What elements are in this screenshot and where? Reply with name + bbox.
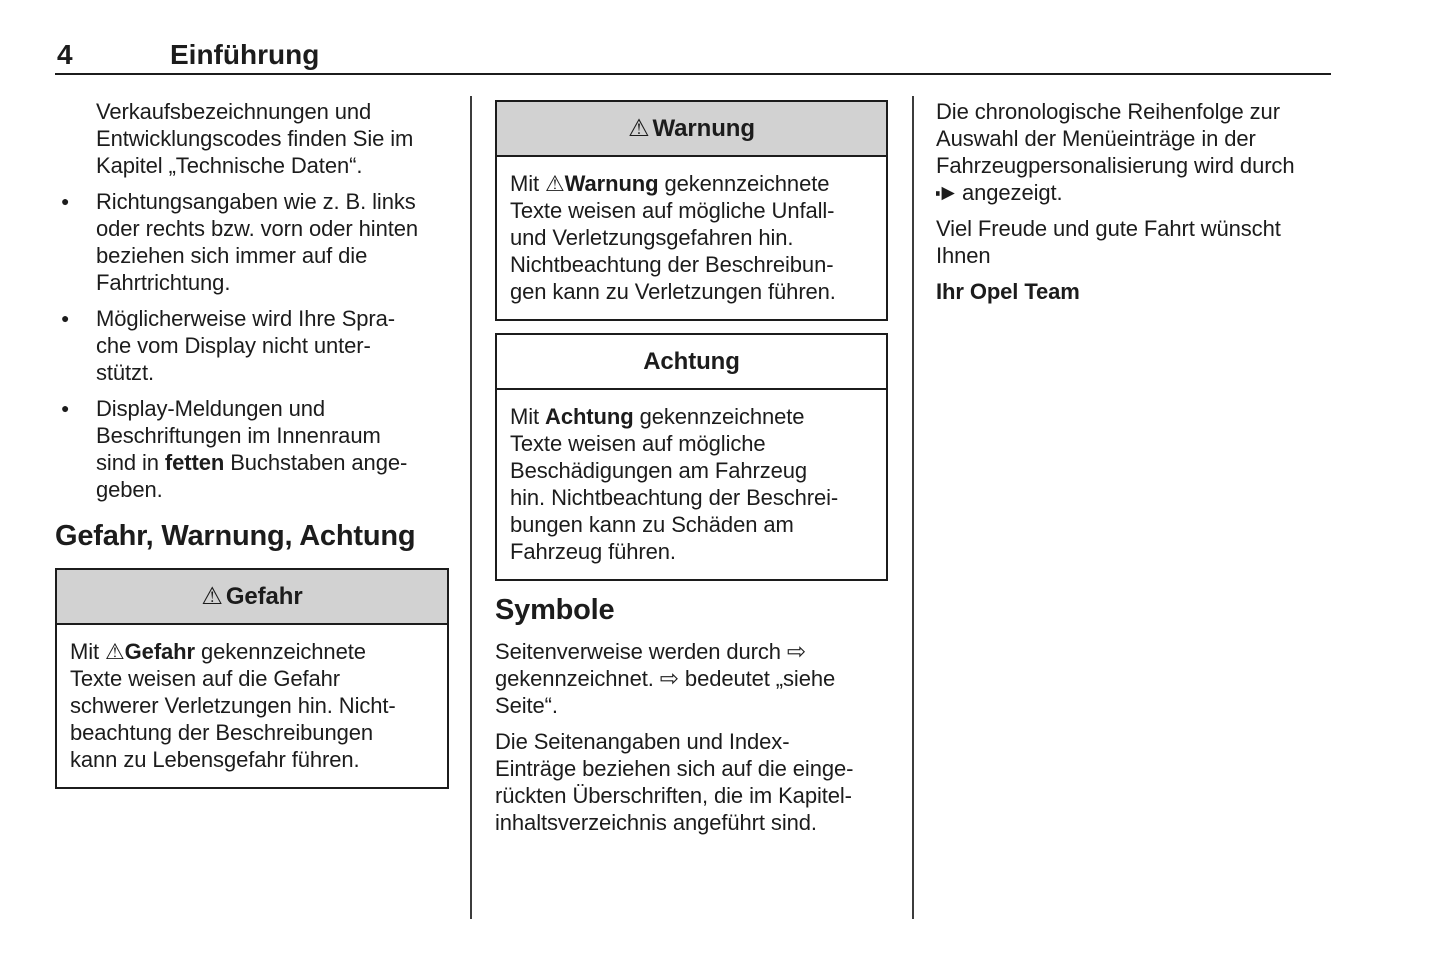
text-run: Viel Freude und gute Fahrt wünscht [936,216,1281,241]
warning-triangle-icon: ⚠ [545,171,565,196]
bullet-icon: ● [61,310,70,326]
text-run: Mit [510,404,546,429]
warning-triangle-icon: ⚠ [628,115,650,142]
text-run: gekennzeichnet. [495,666,660,691]
page-number: 4 [57,39,73,70]
warning-triangle-icon: ⚠ [201,583,223,610]
text-run: Nichtbeachtung der Beschreibun- [510,252,834,277]
column-separator [470,96,472,919]
symbole-heading: Symbole [495,594,615,626]
text-run: Fahrzeug führen. [510,539,676,564]
text-run: rückten Überschriften, die im Kapitel- [495,783,852,808]
text-run: Möglicherweise wird Ihre Spra- [96,306,395,331]
text-run: schwerer Verletzungen hin. Nicht- [70,693,396,718]
warning-triangle-icon: ⚠ [105,639,125,664]
text-run: Buchstaben ange- [224,450,408,475]
achtung-box-title: Achtung [643,348,740,375]
text-run: Einträge beziehen sich auf die einge- [495,756,854,781]
text-run: Auswahl der Menüeinträge in der [936,126,1256,151]
text-run: Fahrtrichtung. [96,270,231,295]
text-run: Die chronologische Reihenfolge zur [936,99,1280,124]
text-run: geben. [96,477,163,502]
paragraph: Die Seitenangaben und Index-Einträge bez… [495,728,888,836]
text-run: Beschriftungen im Innenraum [96,423,381,448]
arrow-outline-icon: ⇨ [786,638,807,664]
chapter-title: Einführung [170,39,320,70]
text-run: gekennzeichnete [194,639,366,664]
text-run: Kapitel „Technische Daten“. [96,153,363,178]
paragraph: Seitenverweise werden durch ⇨gekennzeich… [495,638,888,719]
warnung-box-header: ⚠Warnung [497,102,886,157]
list-item-text: Möglicherweise wird Ihre Spra-che vom Di… [96,306,395,385]
text-run: Seite“. [495,693,558,718]
text-run: beziehen sich immer auf die [96,243,368,268]
text-run: oder rechts bzw. vorn oder hinten [96,216,418,241]
gefahr-box-title: Gefahr [225,583,303,610]
text-run: sind in [96,450,165,475]
text-run: Seitenverweise werden durch [495,639,787,664]
text-run: angezeigt. [956,180,1063,205]
bold-text: Achtung [545,404,634,429]
text-run: kann zu Lebensgefahr führen. [70,747,360,772]
text-run: Display-Meldungen und [96,396,326,421]
text-run: gekennzeichnete [658,171,830,196]
text-run: und Verletzungsgefahren hin. [510,225,794,250]
text-run: bungen kann zu Schäden am [510,512,794,537]
text-run: Entwicklungscodes finden Sie im [96,126,414,151]
text-run: Texte weisen auf mögliche Unfall- [510,198,835,223]
text-run: gen kann zu Verletzungen führen. [510,279,836,304]
header-rule [55,73,1331,75]
text-run: stützt. [96,360,154,385]
arrow-outline-icon: ⇨ [659,665,679,691]
text-run: inhaltsverzeichnis angeführt sind. [495,810,817,835]
text-run: Mit [70,639,106,664]
text-run: Texte weisen auf mögliche [510,431,766,456]
bold-text: Gefahr [124,639,195,664]
text-run: hin. Nichtbeachtung der Beschrei- [510,485,839,510]
achtung-box-header: Achtung [497,335,886,390]
arrow-filled-icon [936,180,956,205]
text-run: gekennzeichnete [633,404,805,429]
bullet-icon: ● [61,193,70,209]
bullet-icon: ● [61,400,70,416]
list-item: ● Möglicherweise wird Ihre Spra-che vom … [55,305,449,386]
bold-text: fetten [164,450,225,475]
bold-text: Ihr Opel Team [936,279,1080,304]
text-run: Texte weisen auf die Gefahr [70,666,341,691]
text-run: Verkaufsbezeichnungen und [96,99,372,124]
closing-signature: Ihr Opel Team [936,278,1340,305]
column-separator [912,96,914,919]
text-run: Beschädigungen am Fahrzeug [510,458,808,483]
gefahr-box-header: ⚠Gefahr [57,570,447,625]
text-run: Richtungsangaben wie z. B. links [96,189,416,214]
bold-text: Warnung [564,171,659,196]
text-run: bedeutet „siehe [678,666,836,691]
section-heading: Gefahr, Warnung, Achtung [55,520,416,552]
warnung-box-title: Warnung [652,115,755,142]
text-run: beachtung der Beschreibungen [70,720,373,745]
text-run: Mit [510,171,546,196]
text-run: Die Seitenangaben und Index- [495,729,790,754]
text-run: Ihnen [936,243,991,268]
text-run: Fahrzeugpersonalisierung wird durch [936,153,1295,178]
text-run: che vom Display nicht unter- [96,333,371,358]
